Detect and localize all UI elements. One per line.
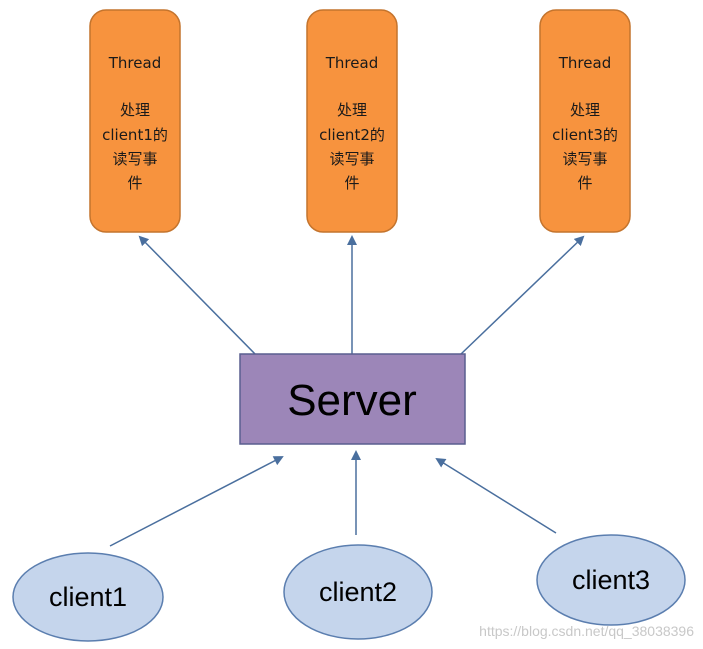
client-2-label: client2 [319,577,397,607]
client-3-label: client3 [572,565,650,595]
thread-2-line-3: 读写事 [329,150,374,168]
thread-2-line-4: 件 [344,174,359,192]
client-node-2: client2 [283,544,433,640]
watermark: https://blog.csdn.net/qq_38038396 [479,623,694,639]
arrow-server-to-thread-3 [460,235,585,355]
arrow-client-3-to-server [435,457,557,534]
thread-1-line-2: client1的 [102,126,168,144]
thread-1-line-4: 件 [127,174,142,192]
thread-2-title: Thread [325,54,378,72]
thread-box-3-shape [539,9,631,233]
thread-1-line-3: 读写事 [112,150,157,168]
arrow-client-1-to-server [109,456,284,547]
server-box: Server [239,353,466,445]
thread-1-line-1: 处理 [120,101,150,119]
thread-3-line-1: 处理 [570,101,600,119]
arrow-server-to-thread-1 [138,235,256,355]
thread-box-2-shape [306,9,398,233]
thread-2-line-1: 处理 [337,101,367,119]
thread-3-line-3: 读写事 [562,150,607,168]
thread-box-2: Thread 处理 client2的 读写事 件 [306,9,398,233]
client-node-2-shape [283,544,433,640]
client-node-1: client1 [12,552,164,642]
server-box-shape [239,353,466,445]
thread-3-line-4: 件 [577,174,592,192]
thread-box-1-shape [89,9,181,233]
client-node-3: client3 [536,534,686,626]
thread-2-line-2: client2的 [319,126,385,144]
thread-box-1: Thread 处理 client1的 读写事 件 [89,9,181,233]
thread-1-title: Thread [108,54,161,72]
client-node-1-shape [12,552,164,642]
client-1-label: client1 [49,582,127,612]
server-label: Server [287,376,417,425]
thread-3-title: Thread [558,54,611,72]
client-node-3-shape [536,534,686,626]
thread-3-line-2: client3的 [552,126,618,144]
thread-box-3: Thread 处理 client3的 读写事 件 [539,9,631,233]
